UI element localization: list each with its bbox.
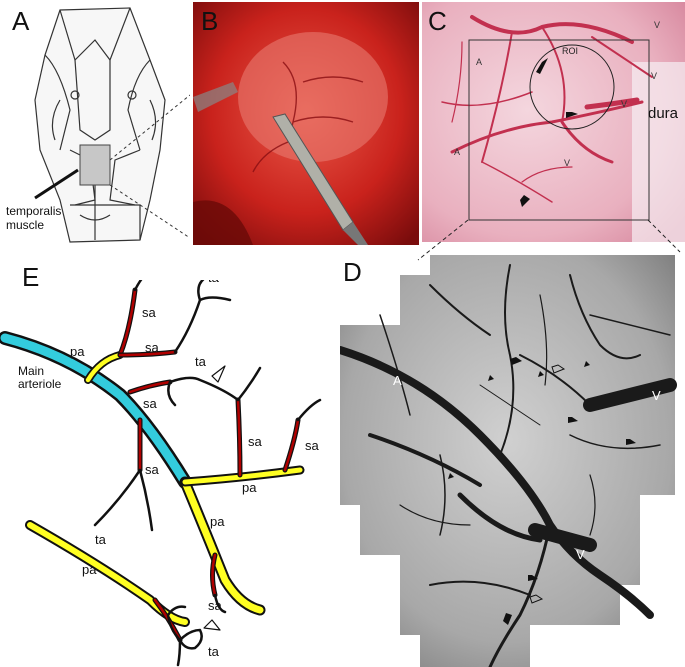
panel-c-artery-label-1: A	[476, 57, 483, 67]
main-arteriole-label: Main arteriole	[18, 365, 61, 391]
temporalis-label-line1: temporalis	[6, 204, 62, 218]
pa-label-4: pa	[82, 562, 97, 577]
sa-label-3: sa	[143, 396, 157, 411]
dura-label: dura	[648, 105, 679, 122]
panel-c-label: C	[428, 6, 447, 36]
panel-c-vein-label-3: V	[621, 99, 628, 109]
panel-e-label: E	[22, 262, 40, 292]
roi-label: ROI	[562, 46, 579, 56]
panel-a-skull-drawing: temporalis muscle	[0, 0, 190, 250]
panel-d-artery-label: A	[393, 373, 402, 388]
panel-b-label: B	[201, 6, 219, 36]
panel-d-vein-label-1: V	[652, 388, 661, 403]
panel-e-arteriole-tree-diagram: Main arteriole pa pa pa pa sa sa sa sa s…	[0, 280, 340, 667]
panel-c-artery-label-2: A	[454, 147, 461, 157]
panel-c-dura-photo: C ROI dura A A V V V V	[422, 2, 685, 242]
pa-label-3: pa	[210, 514, 225, 529]
main-arteriole-vessel	[0, 331, 192, 489]
temporalis-label-line2: muscle	[6, 218, 45, 232]
pa-label-2: pa	[242, 480, 257, 495]
panel-a-label: A	[12, 6, 30, 36]
panel-c-vein-label-2: V	[651, 71, 658, 81]
panel-b-surgery-photo: B	[193, 2, 419, 245]
ta-label-3: ta	[95, 532, 106, 547]
sa-label-2: sa	[145, 340, 159, 355]
panel-d-label: D	[343, 257, 362, 287]
sa-label-5: sa	[248, 434, 262, 449]
sa-label-4: sa	[145, 462, 159, 477]
pa-label-1: pa	[70, 344, 85, 359]
ta-label-4: ta	[208, 644, 219, 659]
temporalis-muscle-label: temporalis muscle	[6, 204, 61, 232]
panel-d-vein-label-2: V	[576, 547, 585, 562]
sa-label-1: sa	[142, 305, 156, 320]
ta-label-2: ta	[195, 354, 206, 369]
sa-label-6: sa	[305, 438, 319, 453]
panel-d-two-photon-montage: D A V V	[340, 255, 685, 667]
main-arteriole-label-line1: Main	[18, 364, 45, 378]
ta-label-1: ta	[208, 280, 219, 285]
panel-c-vein-label-1: V	[654, 20, 661, 30]
panel-c-vein-label-4: V	[564, 158, 571, 168]
sa-label-7: sa	[208, 598, 222, 613]
main-arteriole-label-line2: arteriole	[18, 377, 62, 391]
